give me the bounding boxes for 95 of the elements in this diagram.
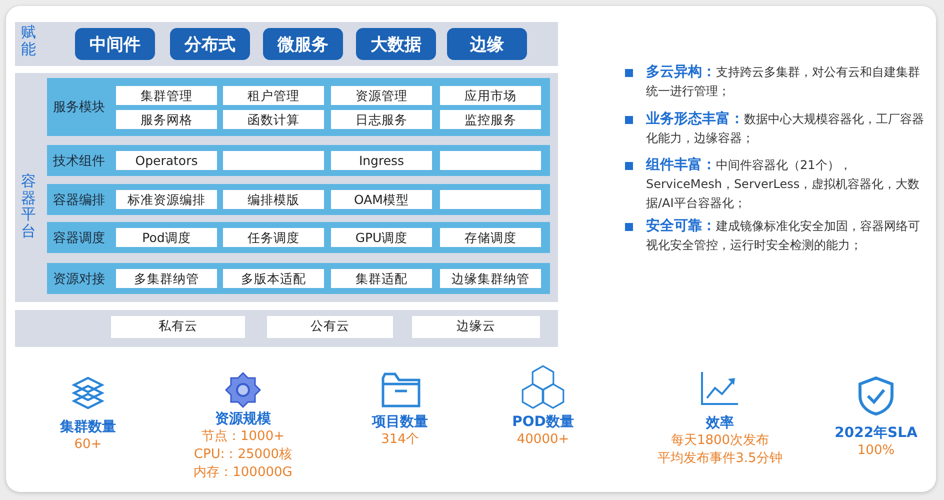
component-cell [223,190,324,209]
component-cell [111,316,245,338]
row-title: 服务模块 [53,99,105,116]
component-cell [331,151,432,170]
section-title: 赋能 [21,24,36,57]
item-text: 多集群纳管 [133,270,200,287]
item-text: Ingress [358,152,406,169]
row-title: 技术组件 [53,152,105,170]
stat-title: 2022年SLA [834,424,918,442]
feature-note: 组件丰富：中间件容器化（21个），ServiceMesh，ServerLess，虚拟机容器化，大数据/AI平台容器化； [646,156,921,212]
item-text: Pod调度 [141,229,192,246]
capability-button [447,28,527,60]
stat-value: 314个 [380,431,420,449]
component-cell [440,151,541,170]
item-text: OAM模型 [353,191,410,208]
component-cell [223,86,324,105]
item-text: 租户管理 [246,87,300,104]
row-title: 容器调度 [53,230,105,246]
component-cell [331,190,432,209]
layer-row [47,145,550,176]
component-cell [267,316,393,338]
item-text: Operators [134,152,199,169]
item-text: 应用市场 [464,87,518,104]
item-text: 公有云 [310,317,350,334]
stat-value: 100% [856,442,896,460]
container-platform-panel [15,73,558,302]
component-cell [223,269,324,288]
stat-title: 效率 [704,414,735,432]
stat-value: 内存：100000G [192,464,294,482]
component-cell [116,228,217,247]
row-title: 容器编排 [53,192,105,208]
item-text: 分布式 [183,34,236,56]
item-text: 集群适配 [354,270,408,287]
item-text: GPU调度 [354,229,409,246]
item-text: 边缘云 [456,317,496,334]
item-text: 中间件 [88,34,142,56]
section-title: 容器平台 [21,173,36,239]
item-text: 多版本适配 [240,270,307,287]
item-text: 日志服务 [354,111,408,128]
component-cell [440,190,541,209]
item-text: 编排模版 [246,191,300,208]
layer-row [47,78,550,136]
capability-button [356,28,436,60]
component-cell [223,110,324,129]
item-text: 大数据 [370,34,422,56]
stat-value: CPU:：25000核 [192,446,294,464]
item-text: 任务调度 [246,229,300,246]
item-text: 微服务 [276,34,330,56]
stat-value: 60+ [73,436,103,454]
stat-value: 每天1800次发布 [670,432,770,450]
component-cell [116,269,217,288]
component-cell [223,151,324,170]
component-cell [116,110,217,129]
item-text: 私有云 [158,317,198,334]
feature-note: 业务形态丰富：数据中心大规模容器化，工厂容器化能力，边缘容器； [646,110,925,147]
component-cell [331,110,432,129]
item-text: 标准资源编排 [126,191,206,208]
feature-note: 多云异构：支持跨云多集群，对公有云和自建集群统一进行管理； [646,63,921,100]
component-cell [331,86,432,105]
component-cell [223,228,324,247]
item-text: 服务网格 [140,111,194,128]
stat-title: 项目数量 [370,413,429,431]
stat-value: 平均发布事件3.5分钟 [656,450,784,468]
component-cell [440,110,541,129]
component-cell [116,190,217,209]
stat-title: POD数量 [511,413,575,431]
band-panel [15,22,558,66]
component-cell [331,269,432,288]
stat-title: 资源规模 [214,410,272,428]
stat-value: 40000+ [516,431,570,449]
component-cell [331,228,432,247]
feature-note: 安全可靠：建成镜像标准化安全加固，容器网络可视化安全管控，运行时安全检测的能力； [646,217,921,254]
capability-button [170,28,250,60]
component-cell [440,228,541,247]
item-text: 监控服务 [464,111,518,128]
item-text: 边缘 [469,34,505,56]
item-text: 存储调度 [464,229,518,246]
capability-button [75,28,155,60]
layer-row [47,184,550,215]
layer-row [47,263,550,294]
band-panel [15,310,558,347]
item-text: 函数计算 [246,111,300,128]
row-title: 资源对接 [53,270,105,288]
capability-button [263,28,343,60]
component-cell [440,86,541,105]
component-cell [440,269,541,288]
component-cell [116,86,217,105]
stat-title: 集群数量 [58,418,117,436]
item-text: 边缘集群纳管 [450,270,530,287]
component-cell [412,316,540,338]
layer-row [47,222,550,253]
item-text: 集群管理 [140,87,194,104]
item-text: 资源管理 [354,87,408,104]
stat-value: 节点：1000+ [200,428,286,446]
component-cell [116,151,217,170]
